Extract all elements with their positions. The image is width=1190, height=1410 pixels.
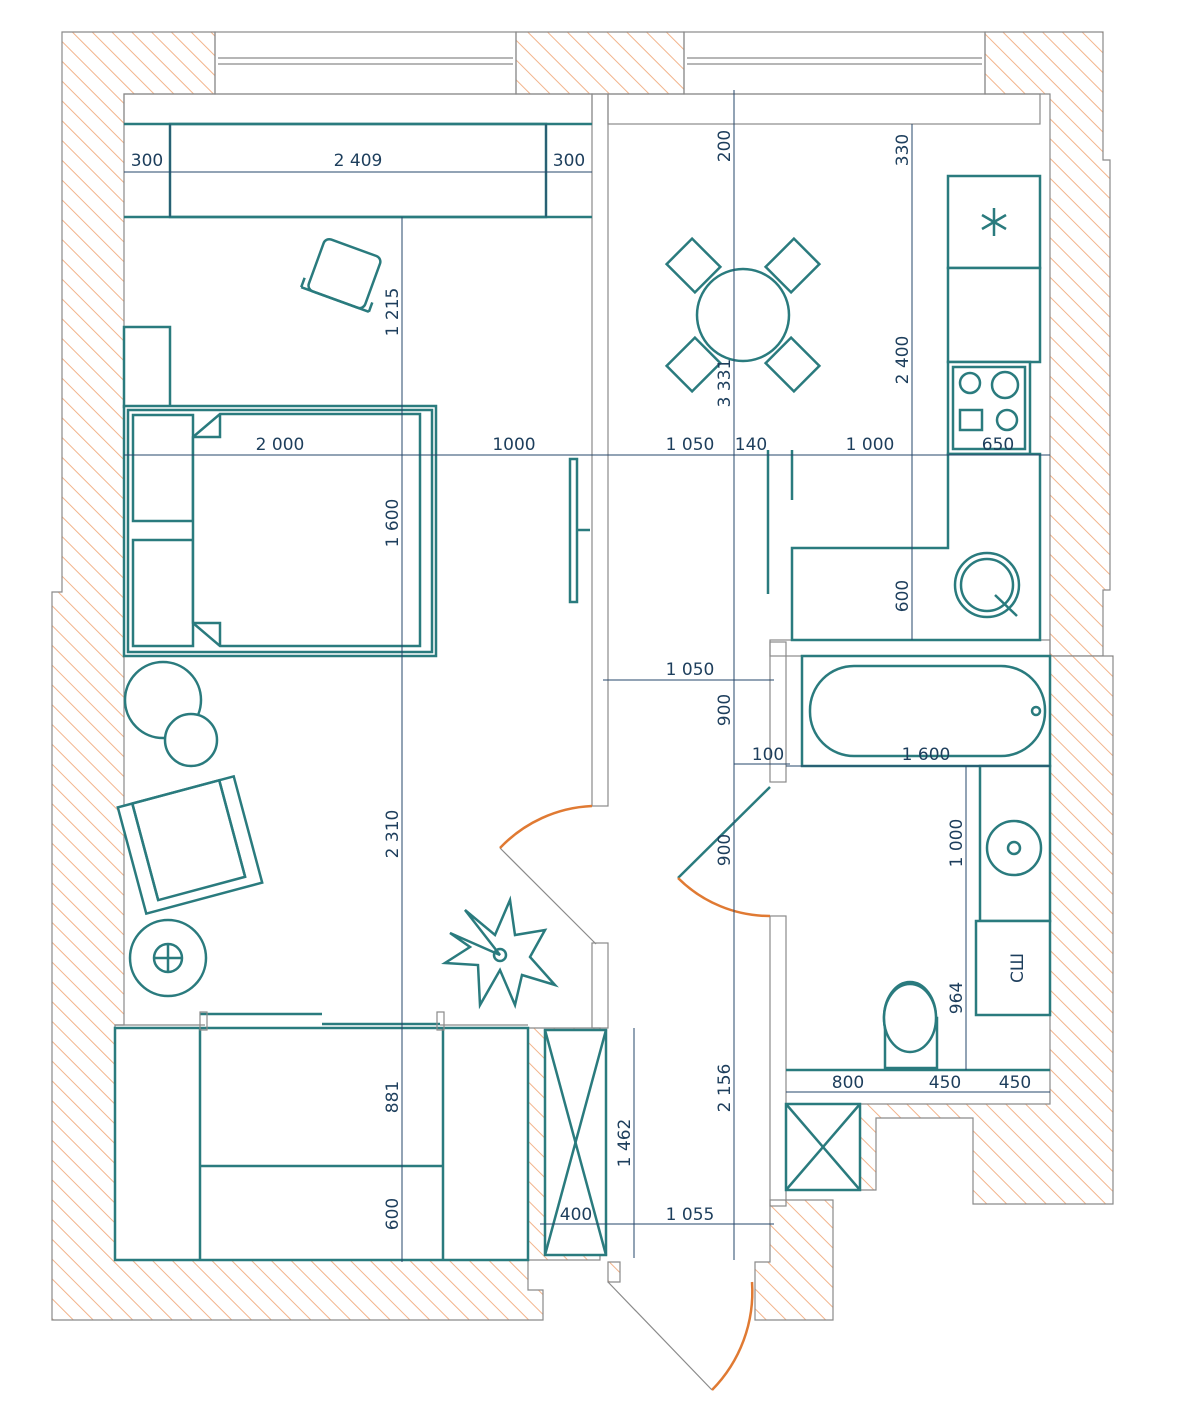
- dim-wardrobe-600: 600: [383, 1198, 403, 1230]
- dim-sill-left: 300: [131, 151, 163, 171]
- pouf: [128, 918, 208, 998]
- dim-bed-width: 1 600: [383, 499, 403, 548]
- faucet: [994, 594, 1018, 617]
- outer-wall-bottom-right: [754, 1199, 834, 1321]
- washing-machine-icon: [974, 919, 1052, 1017]
- dim-kitchen-200: 200: [715, 130, 735, 162]
- dim-kitchen-330: 330: [893, 134, 913, 166]
- dim-k-1050: 1 050: [666, 435, 715, 455]
- dim-hall-1050: 1 050: [666, 660, 715, 680]
- dim-hall-900a: 900: [715, 694, 735, 726]
- dim-k-650: 650: [982, 435, 1014, 455]
- bath-tap: [1030, 705, 1042, 717]
- dim-hall-100: 100: [752, 745, 784, 765]
- door-bath-swing: [677, 877, 771, 918]
- nightstand: [122, 325, 172, 409]
- dim-kitchen-2400: 2 400: [893, 336, 913, 385]
- dim-bath-450b: 450: [999, 1073, 1031, 1093]
- entrance-leaf: [607, 1281, 713, 1391]
- cabinet: [946, 266, 1042, 364]
- washer-label: СШ: [1008, 953, 1028, 983]
- outer-wall-top-mid: [515, 31, 685, 95]
- dim-bath-800: 800: [832, 1073, 864, 1093]
- dim-wardrobe-881: 881: [383, 1081, 403, 1113]
- dim-closet-400: 400: [560, 1205, 592, 1225]
- bathroom: СШ: [784, 654, 1052, 1192]
- doors: [499, 786, 771, 1391]
- dimension-lines: [124, 90, 1050, 1262]
- window-right: [683, 31, 986, 95]
- dim-bath-1600: 1 600: [902, 745, 951, 765]
- dim-k-1000: 1 000: [846, 435, 895, 455]
- partition-bed-kitchen: [591, 93, 609, 807]
- office-chair: [300, 237, 382, 313]
- furniture: СШ: [113, 122, 1052, 1262]
- dim-k-600: 600: [893, 580, 913, 612]
- dim-desk-depth: 1 215: [383, 288, 403, 337]
- toilet: [882, 980, 939, 1070]
- snowflake-icon: [981, 208, 1007, 236]
- wall-bottom-corridor: [607, 1261, 621, 1283]
- door-entrance-swing: [711, 1281, 754, 1391]
- dimension-labels: 300 2 409 300 1 215 2 000 1000 1 600 2 3…: [131, 130, 1031, 1230]
- partition-bath-top: [769, 639, 1051, 657]
- armchair: [116, 774, 264, 916]
- dim-bath-450a: 450: [929, 1073, 961, 1093]
- dining-table: [695, 267, 791, 363]
- partition-bath-left-lower: [769, 915, 787, 1207]
- dim-bath-1000: 1 000: [947, 819, 967, 868]
- dim-bed-length: 2 000: [256, 435, 305, 455]
- partition-lower-corridor: [591, 942, 609, 1029]
- outer-wall-right-lower: [859, 655, 1114, 1205]
- bed: [122, 404, 438, 658]
- dim-hall-1055: 1 055: [666, 1205, 715, 1225]
- dim-hall-2156: 2 156: [715, 1064, 735, 1113]
- wardrobe: [113, 1011, 530, 1262]
- sill-left: [123, 93, 593, 125]
- hall-closet: [543, 1028, 608, 1257]
- door-bath-leaf: [677, 786, 771, 879]
- dim-bath-964: 964: [947, 982, 967, 1014]
- dim-passage-1000: 1000: [492, 435, 535, 455]
- plant-icon: [441, 895, 559, 1010]
- dim-sill-right: 300: [553, 151, 585, 171]
- dim-window-width: 2 409: [334, 151, 383, 171]
- dim-hall-900b: 900: [715, 834, 735, 866]
- door-living-swing: [499, 804, 593, 849]
- partition-bath-left: [769, 641, 787, 783]
- basin: [985, 819, 1043, 877]
- dim-living-depth: 2 310: [383, 810, 403, 859]
- tv: [568, 457, 590, 604]
- door-living-leaf: [499, 847, 597, 945]
- dim-k-140: 140: [735, 435, 767, 455]
- dim-closet-1462: 1 462: [615, 1119, 635, 1168]
- window-left: [214, 31, 517, 95]
- dim-kitchen-3331: 3 331: [715, 359, 735, 408]
- kitchen-counter: [766, 174, 1042, 642]
- side-table-small: [163, 712, 219, 768]
- sill-right: [607, 93, 1041, 125]
- dining-set: [664, 236, 822, 394]
